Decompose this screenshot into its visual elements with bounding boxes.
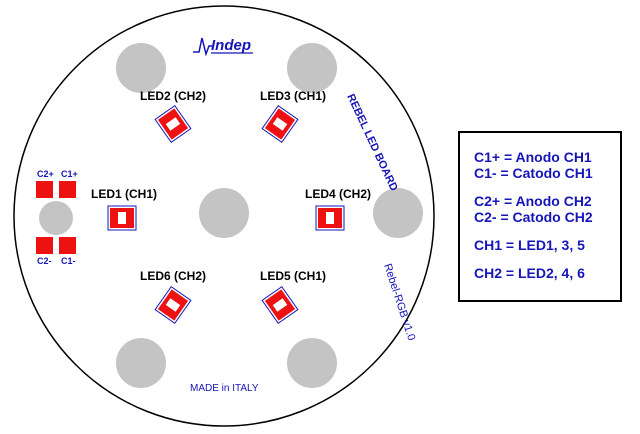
- led1-footprint: [107, 205, 137, 231]
- led2-label: LED2 (CH2): [140, 89, 206, 103]
- pad-label-c2-minus: C2-: [37, 256, 52, 266]
- led6-label: LED6 (CH2): [140, 269, 206, 283]
- hole-bottom-right: [287, 338, 337, 388]
- pad-c2-minus: [36, 237, 53, 254]
- legend-group-ch2-pins: C2+ = Anodo CH2 C2- = Catodo CH2: [474, 193, 620, 225]
- legend-ch1-leds: CH1 = LED1, 3, 5: [474, 237, 585, 253]
- led-footprints: [107, 104, 345, 325]
- legend-c1-plus: C1+ = Anodo CH1: [474, 149, 592, 165]
- led4-footprint: [315, 205, 345, 231]
- hole-right: [373, 188, 423, 238]
- legend-c2-minus: C2- = Catodo CH2: [474, 209, 593, 225]
- legend-group-ch1-pins: C1+ = Anodo CH1 C1- = Catodo CH1: [474, 149, 620, 181]
- pad-label-c1-plus: C1+: [61, 169, 78, 179]
- pad-c2-plus: [36, 181, 53, 198]
- connector-pads: C2+ C1+ C2- C1-: [36, 169, 78, 266]
- led4-label: LED4 (CH2): [305, 187, 371, 201]
- hole-top-left: [116, 43, 166, 93]
- legend-group-ch2-leds: CH2 = LED2, 4, 6: [474, 265, 620, 281]
- led5-footprint: [261, 285, 299, 325]
- channel-legend: C1+ = Anodo CH1 C1- = Catodo CH1 C2+ = A…: [458, 131, 622, 302]
- legend-group-ch1-leds: CH1 = LED1, 3, 5: [474, 237, 620, 253]
- pad-label-c1-minus: C1-: [61, 256, 76, 266]
- hole-center: [199, 188, 249, 238]
- led3-footprint: [261, 104, 299, 144]
- led6-footprint: [154, 285, 192, 325]
- led1-label: LED1 (CH1): [91, 187, 157, 201]
- hole-connector: [39, 201, 73, 235]
- pad-label-c2-plus: C2+: [37, 169, 54, 179]
- hole-top-right: [287, 43, 337, 93]
- made-in-italy: MADE in ITALY: [190, 383, 259, 394]
- pad-c1-minus: [59, 237, 76, 254]
- mounting-holes: [39, 43, 423, 388]
- logo-text: Indep: [211, 37, 251, 54]
- hole-bottom-left: [116, 338, 166, 388]
- led5-label: LED5 (CH1): [260, 269, 326, 283]
- pad-c1-plus: [59, 181, 76, 198]
- indep-logo: Indep: [193, 37, 253, 57]
- legend-c1-minus: C1- = Catodo CH1: [474, 165, 593, 181]
- waveform-icon: [193, 37, 212, 57]
- legend-c2-plus: C2+ = Anodo CH2: [474, 193, 592, 209]
- led3-label: LED3 (CH1): [260, 89, 326, 103]
- led2-footprint: [154, 104, 192, 144]
- legend-ch2-leds: CH2 = LED2, 4, 6: [474, 265, 585, 281]
